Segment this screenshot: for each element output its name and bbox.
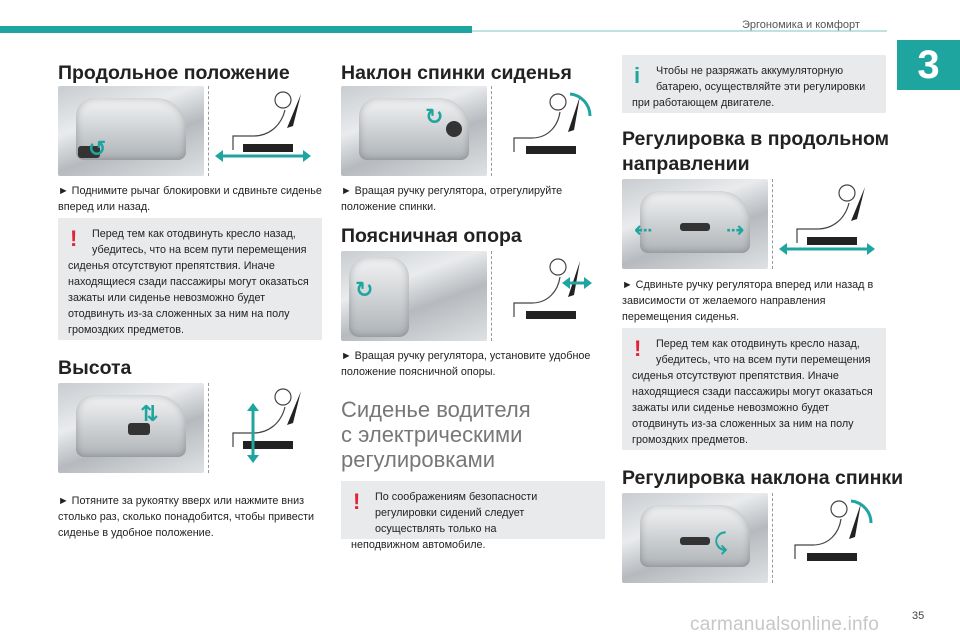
seat-photo: ↻ <box>341 86 487 176</box>
illustration-height: ⇅ <box>58 383 313 473</box>
heading-backrest: Наклон спинки сиденья <box>341 62 572 84</box>
arrow-icon: ⇅ <box>140 401 159 426</box>
heading-electric-longitudinal-1: Регулировка в продольном <box>622 128 890 150</box>
instruction-height: ► Потяните за рукоятку вверх или нажмите… <box>58 495 315 539</box>
header-rule <box>472 30 887 32</box>
instruction-backrest: ► Вращая ручку регулятора, отрегулируйте… <box>341 185 563 213</box>
rotate-icon: ↻ <box>425 104 444 129</box>
page-number: 35 <box>912 610 925 622</box>
warning-note-electric-longitudinal: ! Перед тем как отодвинуть кресло назад,… <box>622 328 886 450</box>
header-accent-bar <box>0 26 472 33</box>
seat-photo: ↺ <box>58 86 204 176</box>
section-title: Эргономика и комфорт <box>742 19 860 31</box>
heading-longitudinal: Продольное положение <box>58 62 290 84</box>
heading-electric-seat: Сиденье водителя с электрическими регули… <box>341 397 531 472</box>
warning-icon: ! <box>70 226 78 251</box>
instruction-longitudinal: ► Поднимите рычаг блокировки и сдвиньте … <box>58 185 322 213</box>
warning-note-longitudinal: ! Перед тем как отодвинуть кресло назад,… <box>58 218 322 340</box>
seat-drawing <box>496 86 596 176</box>
warning-note-electric: ! По соображениям безопасности регулиров… <box>341 481 605 551</box>
instruction-lumbar: ► Вращая ручку регулятора, установите уд… <box>341 350 591 378</box>
heading-electric-backrest: Регулировка наклона спинки <box>622 467 904 489</box>
info-icon: i <box>634 63 641 88</box>
info-note-battery: i Чтобы не разряжать аккумуляторную бата… <box>622 55 886 113</box>
seat-photo: ⇅ <box>58 383 204 473</box>
illustration-longitudinal: ↺ <box>58 86 313 176</box>
seat-photo: ⤹ <box>622 493 768 583</box>
arrow-icon: ⤹ <box>714 529 728 554</box>
heading-height: Высота <box>58 357 132 379</box>
heading-electric-longitudinal-2: направлении <box>622 153 750 175</box>
watermark: carmanualsonline.info <box>690 614 880 635</box>
warning-icon: ! <box>353 489 361 514</box>
seat-drawing <box>213 86 313 176</box>
illustration-backrest: ↻ <box>341 86 596 176</box>
seat-photo: ⇠ ⇢ <box>622 179 768 269</box>
seat-photo: ↻ <box>341 251 487 341</box>
instruction-electric-longitudinal: ► Сдвиньте ручку регулятора вперед или н… <box>622 279 874 323</box>
warning-icon: ! <box>634 336 642 361</box>
illustration-electric-backrest: ⤹ <box>622 493 877 583</box>
arrow-icon: ⇠ <box>634 217 653 242</box>
arrow-icon: ↺ <box>88 136 107 161</box>
seat-drawing <box>213 383 313 473</box>
seat-drawing <box>777 179 877 269</box>
illustration-lumbar: ↻ <box>341 251 596 341</box>
chapter-badge: 3 <box>897 40 960 90</box>
seat-drawing <box>777 493 877 583</box>
illustration-electric-longitudinal: ⇠ ⇢ <box>622 179 877 269</box>
rotate-icon: ↻ <box>355 277 374 302</box>
arrow-icon: ⇢ <box>726 217 745 242</box>
heading-lumbar: Поясничная опора <box>341 225 522 247</box>
seat-drawing <box>496 251 596 341</box>
